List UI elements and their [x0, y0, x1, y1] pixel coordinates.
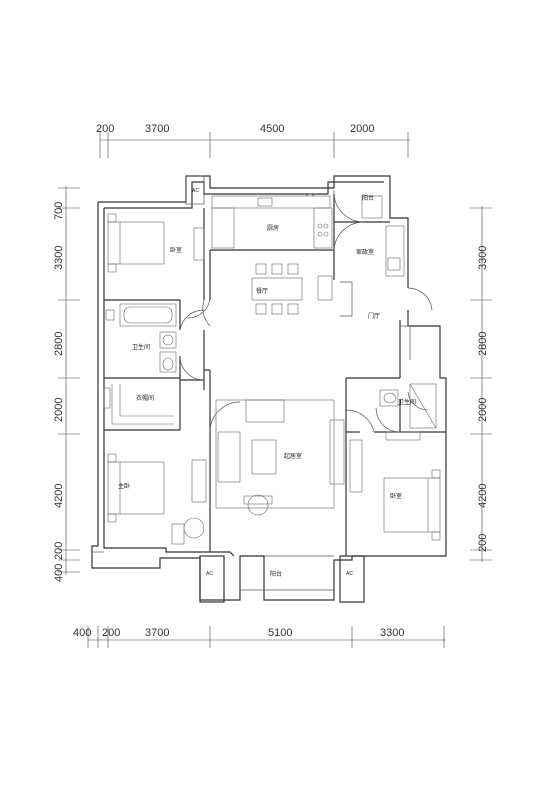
bedroom-se-furniture: [349, 439, 441, 541]
dim-top-3: 2000: [350, 123, 374, 135]
room-label-bath-e: 卫生间: [398, 398, 416, 406]
bath-e-furniture: [379, 383, 437, 441]
dim-right-1: 2800: [477, 332, 489, 356]
room-label-dining: 餐厅: [256, 287, 268, 295]
dim-bottom-3: 5100: [268, 627, 292, 639]
interior-walls: [104, 194, 446, 556]
exterior-walls: [91, 175, 447, 603]
dim-left-1: 3300: [53, 246, 65, 270]
room-label-kitchen: 厨房: [267, 224, 279, 232]
doors: [179, 189, 433, 557]
dimension-bottom: 400 200 3700 5100 3300: [73, 626, 446, 648]
room-label-foyer: 门厅: [368, 312, 380, 320]
kitchen-furniture: [211, 193, 333, 249]
bedroom-nw-furniture: [107, 213, 205, 273]
dim-left-4: 4200: [53, 484, 65, 508]
master-furniture: [107, 453, 207, 545]
dim-left-5: 200: [53, 542, 65, 560]
dim-right-4: 200: [477, 534, 489, 552]
dim-bottom-0: 400: [73, 627, 91, 639]
room-label-master: 主卧: [118, 482, 130, 490]
dim-right-3: 4200: [477, 484, 489, 508]
room-label-living: 起居室: [284, 452, 302, 460]
dim-left-0: 700: [53, 202, 65, 220]
dim-bottom-4: 3300: [380, 627, 404, 639]
dimension-left: 700 3300 2800 2000 4200 200 400: [53, 186, 80, 582]
room-label-housekeeping: 家政室: [356, 248, 374, 256]
room-label-bath-w: 卫生间: [132, 343, 150, 351]
dimension-top: 200 3700 4500 2000: [96, 123, 410, 158]
room-label-bedroom-se: 卧室: [390, 492, 402, 500]
room-label-balcony-ne: 阳台: [362, 194, 374, 202]
dim-top-1: 3700: [145, 123, 169, 135]
dimension-right: 3300 2800 2000 4200 200: [470, 206, 492, 562]
dim-bottom-2: 3700: [145, 627, 169, 639]
ac-unit-bottom-left: AC: [206, 571, 213, 577]
dim-bottom-1: 200: [102, 627, 120, 639]
ac-units: AC AC AC: [192, 188, 353, 577]
dim-right-0: 3300: [477, 246, 489, 270]
dining-furniture: [251, 263, 333, 315]
ac-unit-top: AC: [192, 188, 199, 194]
ac-unit-bottom-right: AC: [346, 571, 353, 577]
living-furniture: [215, 399, 345, 516]
dim-left-2: 2800: [53, 332, 65, 356]
dim-left-6: 400: [53, 564, 65, 582]
dim-top-0: 200: [96, 123, 114, 135]
room-label-bedroom-nw: 卧室: [170, 246, 182, 254]
room-labels: 卧室 厨房 阳台 家政室 餐厅 门厅 卫生间 衣帽间 起居室 卫生间 主卧 卧室…: [118, 194, 416, 578]
dim-right-2: 2000: [477, 398, 489, 422]
dim-left-3: 2000: [53, 398, 65, 422]
dim-top-2: 4500: [260, 123, 284, 135]
room-label-closet: 衣帽间: [136, 394, 154, 402]
room-label-balcony-s: 阳台: [270, 570, 282, 578]
housekeeping-furniture: [361, 195, 405, 277]
closet-furniture: [103, 384, 174, 425]
bath-w-furniture: [105, 303, 177, 373]
